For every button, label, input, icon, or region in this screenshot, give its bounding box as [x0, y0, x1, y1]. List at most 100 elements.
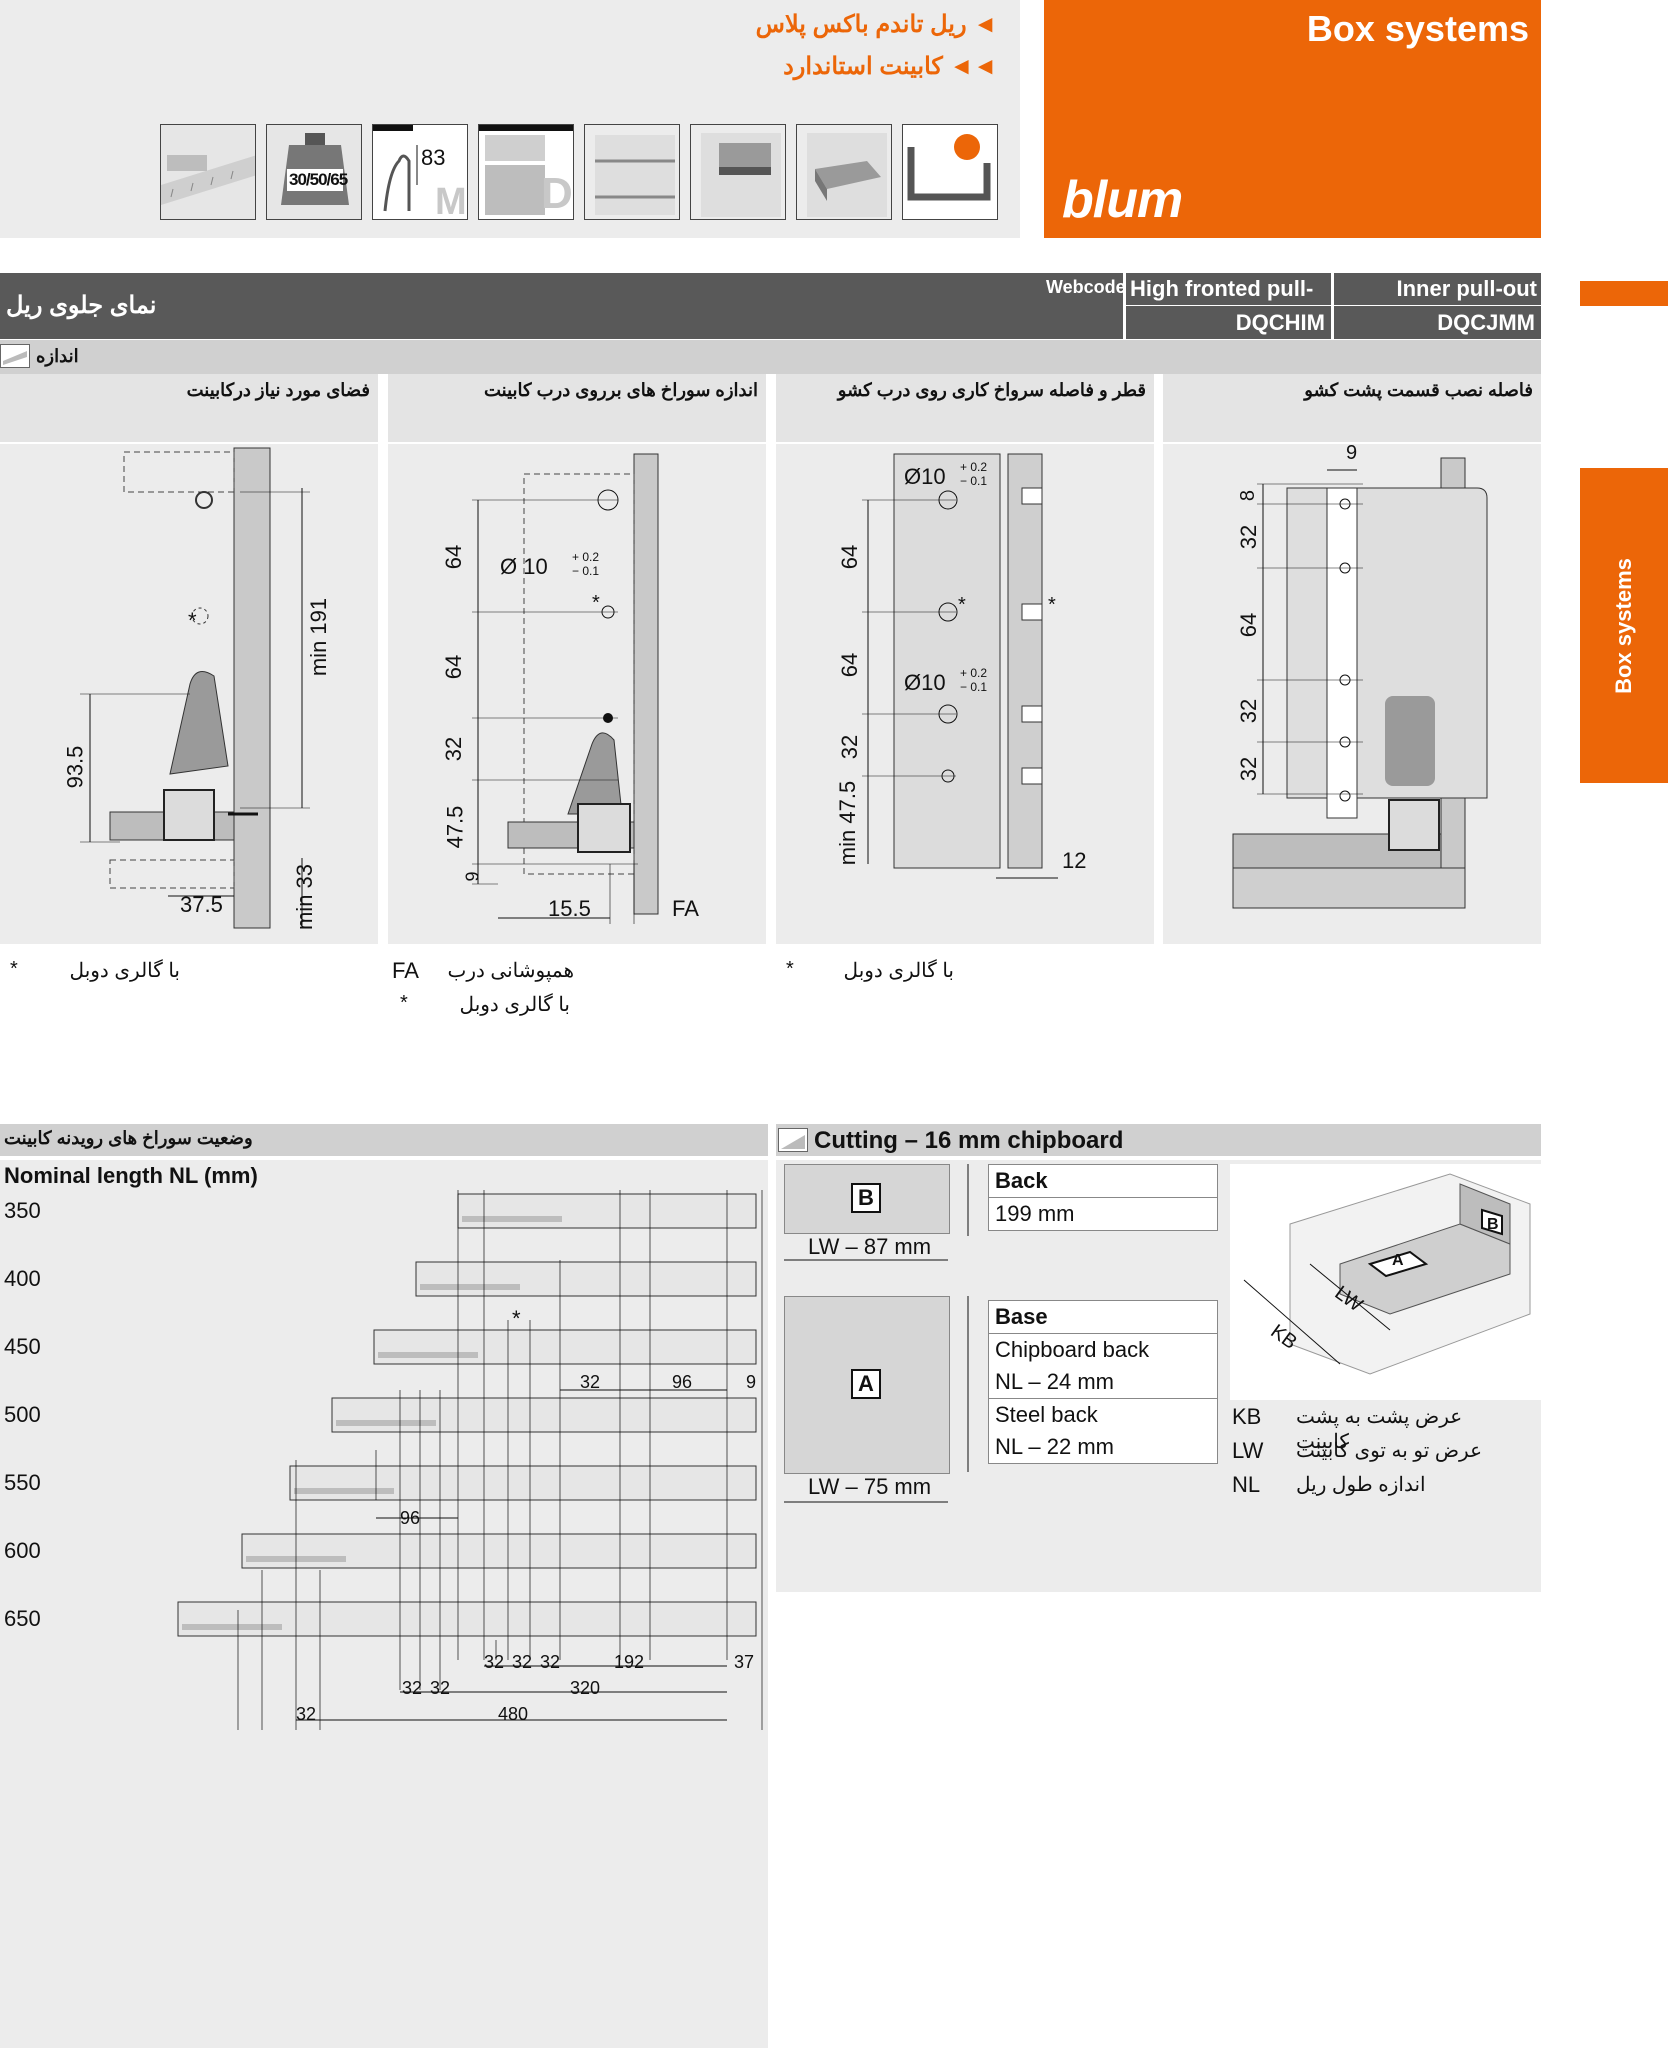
- base-card: Base Chipboard back NL – 24 mm Steel bac…: [988, 1300, 1218, 1464]
- dim-64-b: 64: [441, 654, 467, 680]
- breadcrumb-label: ریل تاندم باکس پلاس: [755, 11, 967, 38]
- note-text: با گالری دوبل: [69, 960, 180, 982]
- drawer-pull-icon: [796, 124, 892, 220]
- back-mounting-diagram: 9 8 32 64 32 32: [1163, 442, 1541, 944]
- cutting-title: Cutting – 16 mm chipboard: [814, 1127, 1124, 1154]
- dim-32-e: 32: [430, 1678, 451, 1698]
- dim-32-f: 32: [296, 1704, 317, 1724]
- column-title-text: فضای مورد نیاز درکابینت: [186, 380, 370, 400]
- size-letter: D: [541, 169, 573, 218]
- inner-drawer-icon: [690, 124, 786, 220]
- tolerance-plus: + 0.2: [960, 460, 988, 474]
- col1-label: High fronted pull-out: [1126, 273, 1332, 327]
- note-symbol: *: [400, 992, 408, 1014]
- dim-9: 9: [746, 1372, 757, 1392]
- legend-text-kb: عرض پشت به پشت کابینت: [1296, 1406, 1463, 1453]
- dim-9: 9: [1346, 442, 1358, 464]
- side-tab-box-systems[interactable]: Box systems: [1580, 468, 1668, 783]
- note-text: همپوشانی درب: [447, 960, 574, 982]
- size-letter: M: [435, 181, 467, 220]
- saw-icon: [778, 1128, 808, 1152]
- breadcrumb-item-1[interactable]: ◄ ریل تاندم باکس پلاس: [756, 10, 997, 39]
- back-title: Back: [989, 1165, 1217, 1198]
- dim-32-c: 32: [1236, 756, 1262, 782]
- length-550: 550: [4, 1470, 41, 1495]
- measuring-tape-icon: [160, 124, 256, 220]
- note-symbol: *: [786, 958, 794, 980]
- column-title: فضای مورد نیاز درکابینت: [0, 374, 378, 442]
- dim-37: 37: [734, 1652, 755, 1672]
- breadcrumb-item-2[interactable]: ◄◄ کابینت استاندارد: [783, 52, 997, 81]
- length-400: 400: [4, 1266, 41, 1291]
- part-b-dims: [784, 1164, 969, 1261]
- column-title-text: اندازه سوراخ های برروی درب کابینت: [483, 380, 758, 400]
- dim-32: 32: [837, 734, 863, 760]
- dim-96-b: 96: [400, 1508, 421, 1528]
- legend-text-nl: اندازه طول ریل: [1296, 1474, 1426, 1496]
- brand-title: Box systems: [1306, 8, 1529, 49]
- dim-64: 64: [1236, 612, 1262, 638]
- hole-diameter: Ø 10: [500, 554, 548, 579]
- breadcrumb-arrow: ◄: [973, 11, 997, 38]
- dim-64-b: 64: [837, 652, 863, 678]
- length-500: 500: [4, 1402, 41, 1427]
- iso-label-b: B: [1487, 1216, 1499, 1233]
- column-title-text: فاصله نصب قسمت پشت کشو: [1304, 380, 1533, 400]
- base-row: Chipboard back: [995, 1337, 1150, 1362]
- tolerance-minus: − 0.1: [572, 564, 600, 578]
- iso-label-a: A: [1392, 1252, 1404, 1269]
- note-symbol: *: [10, 958, 18, 980]
- dim-32-b: 32: [1236, 698, 1262, 724]
- section-title: نمای جلوی ریل: [6, 292, 157, 319]
- height-value: 83: [421, 145, 446, 170]
- section-marker-tab: [1580, 281, 1668, 306]
- part-a-dims: [784, 1296, 969, 1503]
- length-350: 350: [4, 1198, 41, 1223]
- note-symbol: FA: [392, 958, 419, 983]
- drawer-front-drilling-diagram: Ø10 + 0.2 − 0.1 Ø10 + 0.2 − 0.1 * * 64 6…: [776, 444, 1154, 944]
- size-label: اندازه: [36, 346, 79, 366]
- dim-480: 480: [498, 1704, 529, 1724]
- section-header-title-wrap: نمای جلوی ریل: [0, 273, 1044, 339]
- back-value: 199 mm: [995, 1201, 1075, 1226]
- base-row: NL – 24 mm: [989, 1366, 1217, 1399]
- star-marker: *: [1048, 594, 1056, 616]
- weight-icon: 30/50/65: [266, 124, 362, 220]
- dim-8: 8: [1237, 489, 1260, 502]
- hole-positions-title: وضعیت سوراخ های رویدنه کابینت: [4, 1128, 253, 1148]
- webcode-label: Webcode: [1044, 273, 1126, 339]
- column-title-text: قطر و فاصله سرواخ کاری روی درب کشو: [837, 380, 1146, 400]
- rail-drawing: [0, 1190, 768, 1730]
- col2-webcode[interactable]: DQCJMM: [1334, 306, 1541, 339]
- col1-webcode[interactable]: DQCHIM: [1126, 306, 1332, 339]
- base-row: Steel back: [995, 1402, 1098, 1427]
- note-text: با گالری دوبل: [459, 994, 570, 1016]
- part-a-panel: A: [784, 1296, 950, 1474]
- dim-12: 12: [1062, 848, 1087, 873]
- cabinet-iso-diagram: A B LW KB: [1230, 1164, 1541, 1400]
- length-650: 650: [4, 1606, 41, 1631]
- dim-192: 192: [614, 1652, 645, 1672]
- column-title: قطر و فاصله سرواخ کاری روی درب کشو: [776, 374, 1154, 442]
- space-requirement-diagram: * min 191 93.5 37.5 min 33: [0, 444, 378, 944]
- nominal-length-label: Nominal length NL (mm): [4, 1163, 258, 1188]
- dim-min-47-5: min 47.5: [835, 780, 861, 866]
- cutting-header: [776, 1124, 1541, 1156]
- dim-64-a: 64: [837, 544, 863, 570]
- breadcrumb-arrow: ◄◄: [949, 53, 997, 80]
- part-b-width: LW – 87 mm: [808, 1234, 932, 1259]
- legend-text-lw: عرض تو به توی کابینت: [1296, 1440, 1483, 1462]
- side-tab-label: Box systems: [1611, 557, 1636, 694]
- base-row: NL – 22 mm: [995, 1434, 1115, 1459]
- dim-320: 320: [570, 1678, 601, 1698]
- part-a-label: A: [851, 1369, 881, 1399]
- legend-code-nl: NL: [1232, 1472, 1261, 1497]
- legend-code-kb: KB: [1232, 1404, 1262, 1429]
- star-marker: *: [188, 608, 197, 633]
- hole-diameter-mid: Ø10: [904, 670, 946, 695]
- back-card: Back 199 mm: [988, 1164, 1218, 1231]
- note-text: با گالری دوبل: [843, 960, 954, 982]
- legend-code-lw: LW: [1232, 1438, 1264, 1463]
- height-m-icon: 83 M: [372, 124, 468, 220]
- star-marker: *: [592, 592, 600, 614]
